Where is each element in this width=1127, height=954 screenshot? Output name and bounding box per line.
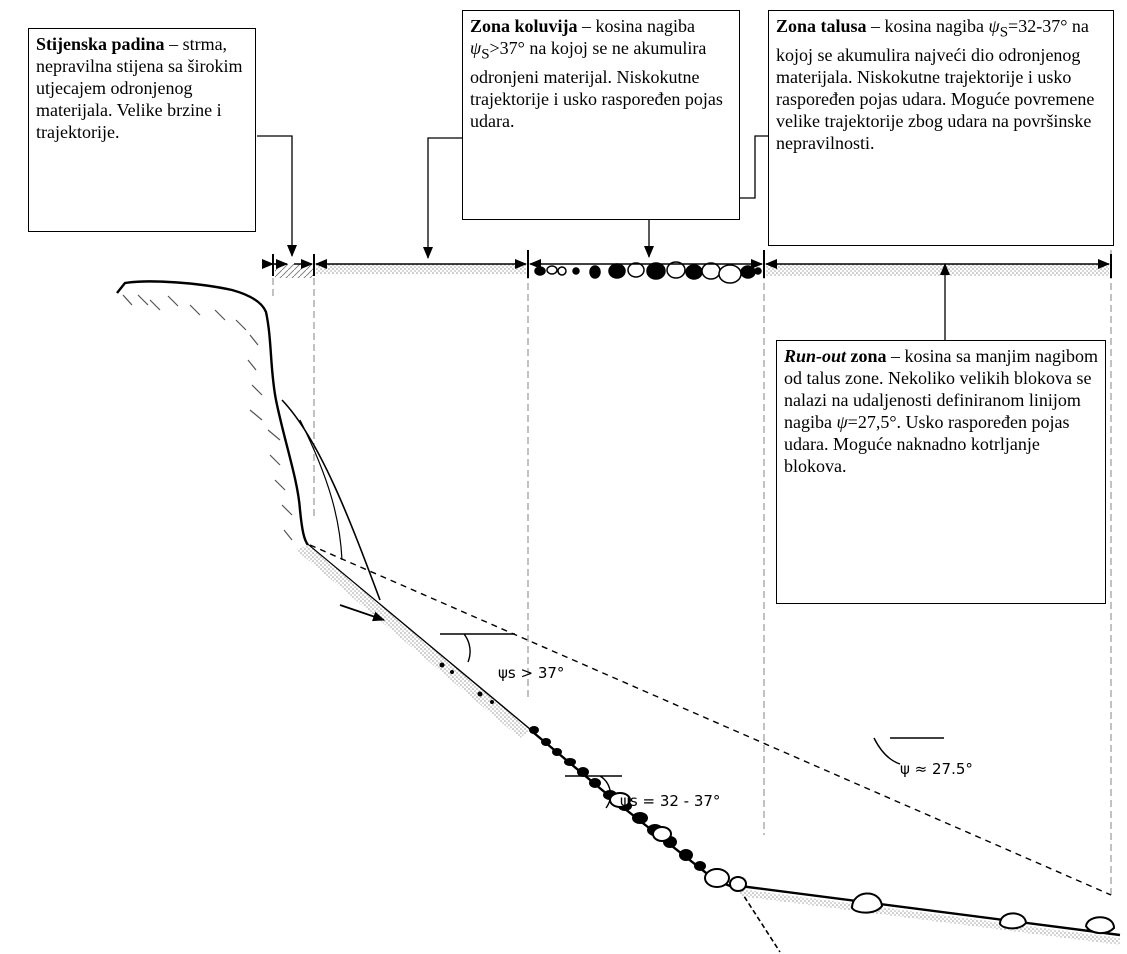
runout-zone-title: Run-out — [784, 346, 847, 366]
rockface-strip — [275, 264, 313, 278]
slope-profile — [116, 280, 1121, 953]
talus-zone-text-2: =32-37° na kojoj se akumulira najveći di… — [776, 16, 1095, 153]
talus-zone-title: Zona talusa — [776, 16, 867, 36]
zone-bar — [262, 250, 1112, 284]
angle-lines — [309, 544, 1112, 896]
psi-symbol: ψ — [988, 16, 1000, 36]
angle-label-runout: ψ ≈ 27.5° — [900, 760, 973, 778]
zone-guide-lines — [272, 250, 1112, 895]
colluvium-zone-box: Zona koluvija – kosina nagiba ψS>37° na … — [462, 10, 740, 220]
runout-zone-text-2: =27,5°. Usko raspoređen pojas udara. Mog… — [784, 412, 1070, 476]
runout-zone-text-1: – kosina sa manjim nagibom od talus zone… — [784, 346, 1099, 432]
talus-zone-box: Zona talusa – kosina nagiba ψS=32-37° na… — [768, 10, 1114, 246]
psi-subscript: S — [481, 46, 490, 63]
psi-subscript: S — [999, 24, 1009, 41]
rockface-zone-text: – strma, nepravilna stijena sa širokim u… — [36, 34, 243, 142]
psi-symbol: ψ — [836, 412, 848, 432]
rockface-zone-box: Stijenska padina – strma, nepravilna sti… — [28, 28, 256, 232]
colluvium-zone-text-2: >37° na kojoj se ne akumulira odronjeni … — [470, 38, 723, 131]
angle-label-steep: ψs > 37° — [498, 664, 564, 682]
talus-blocks — [534, 261, 762, 284]
runout-zone-title-2: zona — [846, 346, 887, 366]
talus-zone-text-1: – kosina nagiba — [866, 16, 989, 36]
angle-label-talus: ψs = 32 - 37° — [620, 792, 720, 810]
colluvium-zone-text-1: – kosina nagiba — [577, 16, 696, 36]
colluvium-zone-title: Zona koluvija — [470, 16, 578, 36]
runout-zone-box: Run-out zona – kosina sa manjim nagibom … — [776, 340, 1106, 604]
colluvium-strip — [316, 264, 526, 274]
rockface-zone-title: Stijenska padina — [36, 34, 165, 54]
runout-strip — [766, 264, 1109, 276]
psi-symbol: ψ — [470, 38, 482, 58]
